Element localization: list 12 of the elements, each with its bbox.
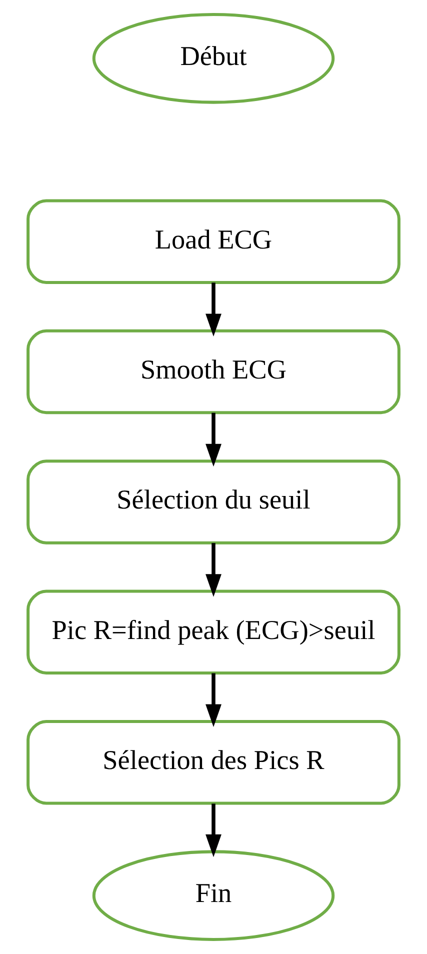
node-box: Sélection du seuil: [26, 460, 400, 544]
arrow: [206, 673, 222, 728]
node-box: Load ECG: [26, 199, 400, 284]
node-box: Pic R=find peak (ECG)>seuil: [26, 590, 400, 675]
node-box: Smooth ECG: [26, 329, 400, 414]
node-ellipse: Début: [92, 13, 335, 104]
arrow: [206, 282, 222, 336]
arrow: [206, 543, 222, 597]
node-box: Sélection des Pics R: [26, 720, 400, 805]
arrow: [206, 804, 222, 858]
node-ellipse: Fin: [92, 850, 335, 941]
arrow: [206, 412, 222, 467]
